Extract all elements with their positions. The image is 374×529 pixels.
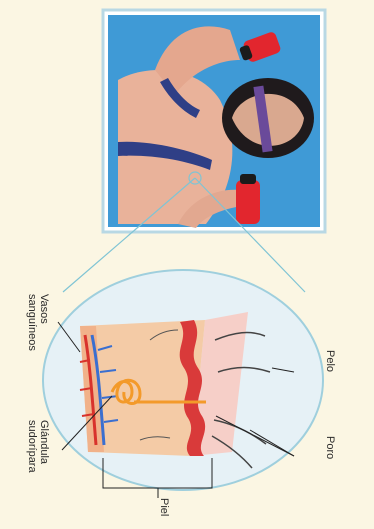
label-glandula-line1: Glándula (38, 420, 50, 473)
label-pelo-text: Pelo (324, 350, 336, 372)
label-piel: Piel (158, 498, 170, 516)
label-piel-text: Piel (158, 498, 170, 516)
label-vasos-line2: sanguíneos (26, 294, 38, 351)
label-vasos-line1: Vasos (38, 294, 50, 351)
label-poro-text: Poro (324, 436, 336, 459)
athlete-photo (103, 10, 325, 232)
label-pelo: Pelo (324, 350, 336, 372)
skin-magnified-circle (43, 270, 323, 490)
water-bottle-bottom (236, 174, 260, 224)
label-poro: Poro (324, 436, 336, 459)
label-glandula-sudoripara: Glándula sudorípara (26, 420, 50, 473)
label-vasos-sanguineos: Vasos sanguíneos (26, 294, 50, 351)
label-glandula-line2: sudorípara (26, 420, 38, 473)
